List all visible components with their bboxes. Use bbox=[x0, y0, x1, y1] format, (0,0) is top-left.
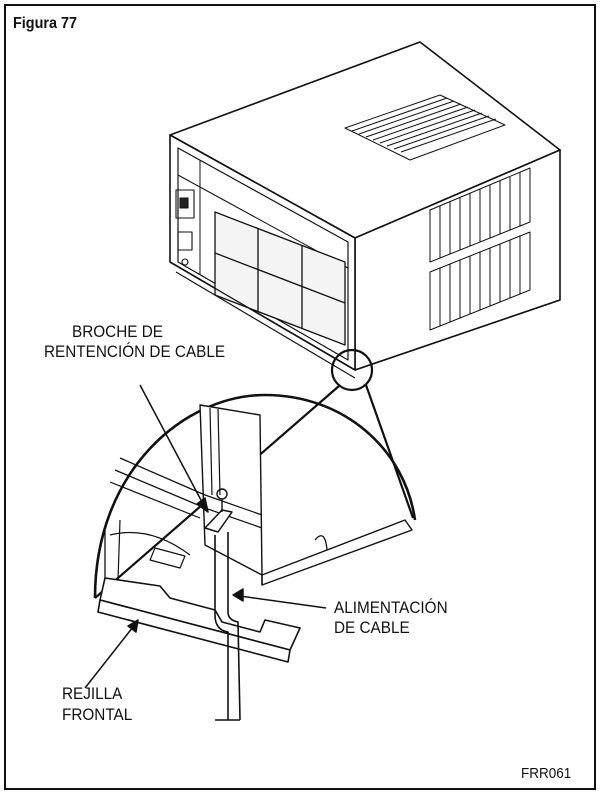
magnify-connector-right bbox=[364, 384, 415, 519]
magnified-detail bbox=[93, 393, 417, 721]
callout-front-grille-line1: REJILLA bbox=[62, 684, 123, 703]
control-panel bbox=[175, 189, 195, 266]
figure-frame bbox=[4, 4, 596, 790]
callout-retention-clip-line2: RENTENCIÓN DE CABLE bbox=[44, 342, 226, 361]
callout-power-cord-line1: ALIMENTACIÓN bbox=[334, 598, 448, 617]
unit-base bbox=[169, 261, 561, 379]
figure-title: Figura 77 bbox=[13, 15, 78, 32]
callout-power-cord-line2: DE CABLE bbox=[334, 618, 410, 637]
detail-marker-circle bbox=[330, 348, 374, 392]
callout-front-grille-line2: FRONTAL bbox=[62, 705, 133, 724]
side-vent-louvers bbox=[429, 167, 531, 331]
callout-retention-clip-line1: BROCHE DE bbox=[72, 322, 163, 341]
ac-unit-body bbox=[169, 41, 561, 371]
front-filter-grid bbox=[214, 211, 346, 346]
top-vent-louvers bbox=[344, 94, 506, 161]
leader-arrows bbox=[84, 384, 327, 689]
figure-code: FRR061 bbox=[521, 765, 572, 782]
